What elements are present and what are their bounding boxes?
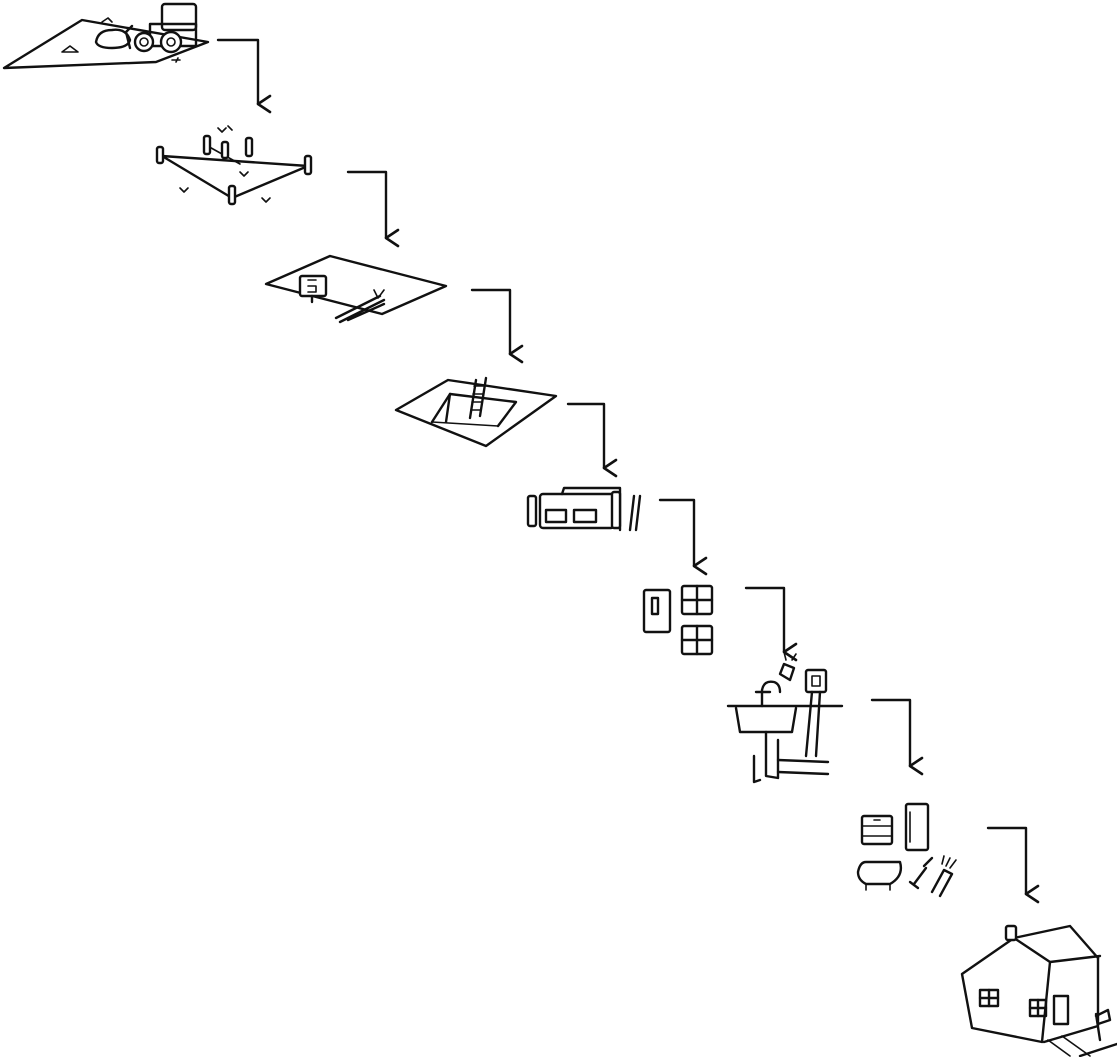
- wall-panels-icon: [528, 488, 640, 530]
- connector-arrow: [218, 40, 258, 104]
- step-fixtures-finishing: [858, 804, 956, 896]
- furniture-paint-icon: [858, 804, 956, 896]
- step-wall-framing: [528, 488, 640, 530]
- door-window-icon: [644, 586, 712, 654]
- survey-stakes-icon: [157, 126, 311, 204]
- step-excavation: [396, 378, 556, 446]
- step-site-clearing: [4, 4, 208, 68]
- step-utilities-permit: [266, 256, 446, 322]
- sink-outlet-icon: [728, 652, 842, 782]
- connector-arrow: [746, 588, 784, 652]
- house-icon: [962, 926, 1117, 1056]
- step-doors-windows: [644, 586, 712, 654]
- connector-arrow: [872, 700, 910, 766]
- connectors: [218, 40, 1026, 894]
- step-site-staking: [157, 126, 311, 204]
- connector-arrow: [988, 828, 1026, 894]
- connector-arrow: [472, 290, 510, 354]
- connector-arrow: [348, 172, 386, 238]
- foundation-pit-icon: [396, 378, 556, 446]
- permit-sign-icon: [266, 256, 446, 322]
- step-finished-house: [962, 926, 1117, 1056]
- bulldozer-icon: [4, 4, 208, 68]
- connector-arrow: [660, 500, 694, 566]
- step-plumbing-electrical: [728, 652, 842, 782]
- connector-arrow: [568, 404, 604, 468]
